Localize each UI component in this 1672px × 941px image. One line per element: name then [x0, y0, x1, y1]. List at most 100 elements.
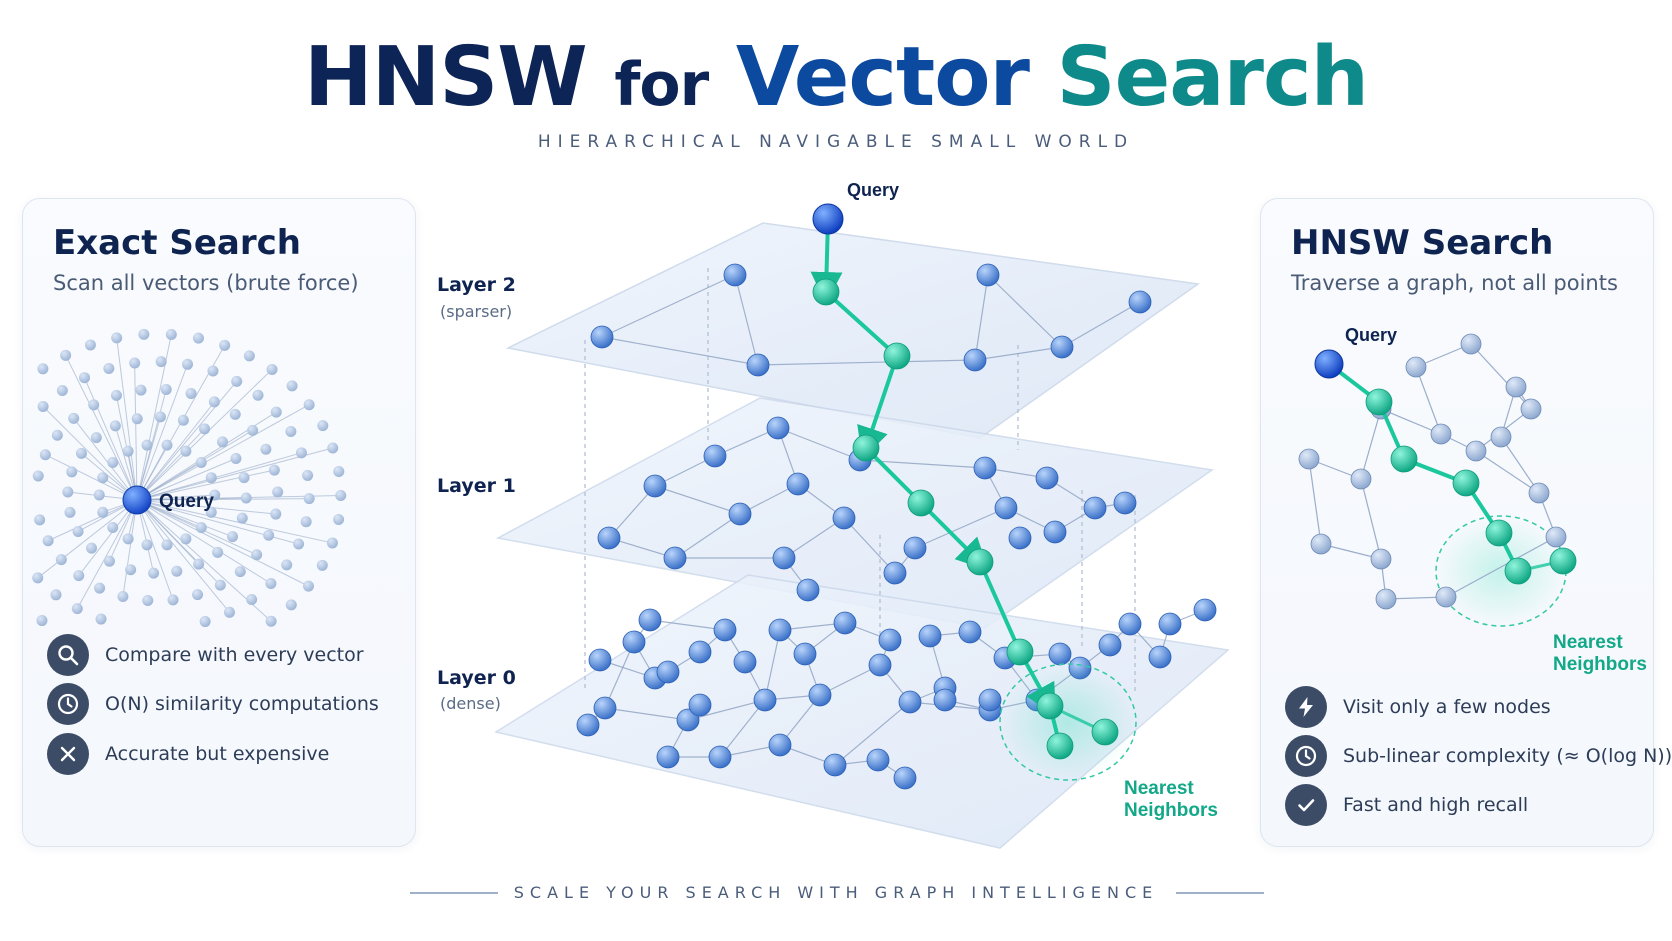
- vector-point: [161, 539, 173, 551]
- vector-point: [293, 538, 305, 550]
- title-for: for: [614, 50, 709, 120]
- graph-node: [994, 496, 1018, 520]
- graph-node: [1113, 491, 1137, 515]
- vector-point: [37, 400, 49, 412]
- vector-point: [55, 554, 67, 566]
- graph-edge: [601, 336, 759, 366]
- brute-force-ray: [73, 418, 138, 501]
- graph-edge: [987, 274, 1063, 348]
- graph-node: [1098, 633, 1122, 657]
- graph-node: [1350, 468, 1372, 490]
- hnsw-search-subheading: Traverse a graph, not all points: [1291, 271, 1618, 295]
- vector-point: [122, 533, 134, 545]
- graph-edge: [654, 485, 741, 515]
- graph-edge: [783, 517, 845, 559]
- vector-point: [97, 506, 109, 518]
- vector-point: [302, 469, 314, 481]
- vector-point: [131, 413, 143, 425]
- search-path-node: [1365, 388, 1393, 416]
- brute-force-ray: [136, 452, 302, 501]
- feature-compare: Compare with every vector: [47, 633, 364, 677]
- vector-point: [37, 363, 49, 375]
- graph-node: [832, 506, 856, 530]
- feature-label: Accurate but expensive: [105, 743, 330, 765]
- vector-point: [234, 566, 246, 578]
- vector-point: [117, 591, 129, 603]
- graph-node: [597, 526, 621, 550]
- search-path-nodes: [812, 278, 1119, 760]
- graph-edge: [1360, 408, 1382, 480]
- graph-edge: [834, 701, 911, 766]
- graph-node: [893, 766, 917, 790]
- vector-point: [73, 570, 85, 582]
- layer-0-plane: [494, 574, 1230, 849]
- search-path-node: [1046, 732, 1074, 760]
- layer-1-label: Layer 1: [437, 475, 516, 497]
- feature-accuracy: Accurate but expensive: [47, 732, 329, 776]
- feature-label: Sub-linear complexity (≈ O(log N)): [1343, 745, 1672, 767]
- vector-point: [295, 447, 307, 459]
- graph-edge: [914, 507, 1007, 549]
- vector-point: [207, 365, 219, 377]
- vector-point: [251, 549, 263, 561]
- search-path-node: [1091, 718, 1119, 746]
- vector-point: [138, 328, 150, 340]
- feature-label: Compare with every vector: [105, 644, 364, 666]
- vector-point: [75, 447, 87, 459]
- vector-point: [247, 424, 259, 436]
- feature-visit: Visit only a few nodes: [1285, 685, 1551, 729]
- vector-point: [272, 486, 284, 498]
- brute-force-ray: [136, 499, 221, 586]
- search-path-node: [1485, 519, 1513, 547]
- graph-node: [868, 653, 892, 677]
- graph-edge: [1445, 536, 1557, 598]
- search-path-node: [1390, 445, 1418, 473]
- vector-point: [227, 531, 239, 543]
- title-vector: Vector: [735, 30, 1030, 125]
- vector-point: [219, 339, 231, 351]
- vector-point: [71, 603, 83, 615]
- graph-node: [1405, 356, 1427, 378]
- search-path-node: [1006, 638, 1034, 666]
- vector-point: [167, 594, 179, 606]
- graph-node: [1460, 333, 1482, 355]
- graph-node: [656, 745, 680, 769]
- search-path-node: [812, 278, 840, 306]
- vector-point: [135, 384, 147, 396]
- graph-node: [1545, 526, 1567, 548]
- vector-point: [326, 537, 338, 549]
- vector-point: [103, 362, 115, 374]
- vector-point: [281, 559, 293, 571]
- graph-edge: [1308, 458, 1322, 545]
- vector-point: [236, 512, 248, 524]
- page-subtitle: HIERARCHICAL NAVIGABLE SMALL WORLD: [537, 132, 1135, 152]
- brute-force-ray: [136, 364, 188, 501]
- graph-node: [622, 630, 646, 654]
- vector-point: [171, 565, 183, 577]
- lightning-icon: [1285, 686, 1327, 728]
- graph-edge: [757, 359, 976, 366]
- search-path-segment: [824, 290, 899, 358]
- vector-point: [265, 578, 277, 590]
- footer-divider-right: [1176, 892, 1264, 894]
- vector-point: [193, 558, 205, 570]
- vector-point: [84, 339, 96, 351]
- graph-node: [866, 748, 890, 772]
- exact-search-subheading: Scan all vectors (brute force): [53, 271, 359, 295]
- hnsw-search-panel: HNSW Search Traverse a graph, not all po…: [1260, 198, 1672, 847]
- graph-node: [1375, 588, 1397, 610]
- hnsw-search-heading: HNSW Search: [1291, 223, 1554, 263]
- brute-force-ray: [136, 499, 309, 587]
- vector-point: [266, 363, 278, 375]
- brute-force-ray: [136, 428, 205, 501]
- graph-node: [656, 660, 680, 684]
- graph-edge: [777, 427, 861, 461]
- brute-force-ray: [116, 337, 138, 501]
- vector-point: [192, 332, 204, 344]
- nearest-label-line1: Nearest: [1553, 632, 1623, 653]
- vector-point: [51, 429, 63, 441]
- search-path-node: [883, 342, 911, 370]
- search-path-node: [1504, 557, 1532, 585]
- graph-node: [1128, 290, 1152, 314]
- vector-point: [303, 399, 315, 411]
